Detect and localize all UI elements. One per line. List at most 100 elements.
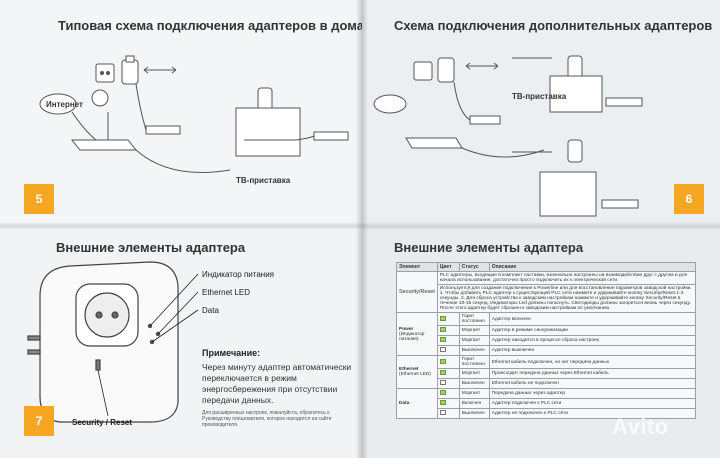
- security-element: Security/Reset: [396, 271, 438, 313]
- ethernet-status: Выключен: [458, 378, 490, 389]
- ethernet-status: Моргает: [458, 368, 490, 379]
- data-status: Выключен: [458, 408, 490, 419]
- page-6: Схема подключения дополнительных адаптер…: [362, 0, 720, 226]
- power-description: Адаптер выключен: [488, 345, 697, 356]
- ethernet-element: Ethernet(Ethernet LED): [396, 355, 438, 389]
- internet-label: Интернет: [46, 100, 83, 109]
- power-color: [436, 325, 460, 336]
- led-spec-table: Элемент Цвет Статус Описание Security/Re…: [396, 262, 697, 419]
- adapter-drawing: [27, 261, 199, 423]
- table-row: Используется для создания подключения к …: [397, 284, 697, 313]
- data-description: Адаптер подключен к PLC сети: [488, 398, 697, 409]
- data-status: Включен: [458, 398, 490, 409]
- col-element: Элемент: [396, 262, 438, 272]
- led-indicator-icon: [439, 327, 446, 332]
- col-status: Статус: [458, 262, 490, 272]
- power-description: Адаптер включен: [488, 312, 697, 326]
- ethernet-led-label: Ethernet LED: [202, 288, 251, 297]
- router-icon: [70, 139, 138, 151]
- page-fold: [0, 222, 720, 230]
- data-description: Передача данных через адаптер: [488, 388, 697, 399]
- tv-icon: [235, 107, 301, 157]
- data-color: [436, 388, 460, 399]
- page-number: 7: [24, 406, 54, 436]
- power-color: [436, 345, 460, 356]
- power-element: Power(Индикатор питания): [396, 312, 438, 356]
- plc-adapter-icon: [437, 57, 455, 83]
- data-color: [436, 398, 460, 409]
- power-color: [436, 312, 460, 326]
- power-status: Горит постоянно: [458, 312, 490, 326]
- note-title: Примечание:: [202, 348, 261, 358]
- tv-icon-2: [539, 171, 597, 217]
- internet-cloud-icon: [39, 93, 77, 115]
- page-title: Внешние элементы адаптера: [56, 240, 246, 255]
- power-status: Моргает: [458, 335, 490, 346]
- data-description: Адаптер не подключен к PLC сети: [488, 408, 697, 419]
- note-body: Через минуту адаптер автоматически перек…: [202, 362, 352, 405]
- wall-socket-icon: [413, 61, 433, 81]
- plc-adapter-icon: [121, 59, 139, 85]
- router-icon: [405, 137, 463, 149]
- led-indicator-icon: [439, 380, 446, 385]
- security-text: Используется для создания подключения к …: [436, 284, 697, 313]
- tv-label: ТВ-приставка: [512, 92, 567, 101]
- tv-icon-1: [549, 75, 603, 113]
- col-color: Цвет: [436, 262, 460, 272]
- led-indicator-icon: [439, 400, 446, 405]
- led-indicator-icon: [439, 390, 446, 395]
- watermark: Avito: [612, 414, 669, 439]
- led-indicator-icon: [439, 370, 446, 375]
- page-title: Схема подключения дополнительных адаптер…: [394, 18, 713, 33]
- led-indicator-icon: [439, 337, 446, 342]
- page-number: 5: [24, 184, 54, 214]
- col-description: Описание: [488, 262, 697, 272]
- wall-socket-icon: [95, 63, 115, 83]
- intro-text: PLC адаптеры, входящие в комплект постав…: [436, 271, 697, 285]
- led-indicator-icon: [439, 410, 446, 415]
- ethernet-color: [436, 378, 460, 389]
- power-indicator-label: Индикатор питания: [202, 270, 274, 279]
- power-description: Адаптер находится в процессе сброса наст…: [488, 335, 697, 346]
- data-color: [436, 408, 460, 419]
- ethernet-color: [436, 355, 460, 369]
- additional-adapters-diagram: [373, 55, 643, 217]
- data-status: Моргает: [458, 388, 490, 399]
- data-label: Data: [202, 306, 219, 315]
- ethernet-description: Ethernet кабель подключен, но нет переда…: [488, 355, 697, 369]
- power-description: Адаптер в режиме синхронизации: [488, 325, 697, 336]
- plc-adapter-2-icon: [257, 87, 273, 111]
- ethernet-description: Происходит передача данных через Etherne…: [488, 368, 697, 379]
- power-status: Выключен: [458, 345, 490, 356]
- page-7: Внешние элементы адаптера Индикатор пита…: [0, 226, 362, 458]
- led-indicator-icon: [439, 347, 446, 352]
- page-number: 6: [674, 184, 704, 214]
- fine-print: Для расширенных настроек, пожалуйста, об…: [202, 410, 332, 428]
- led-indicator-icon: [439, 358, 446, 364]
- security-reset-label: Security / Reset: [72, 418, 133, 427]
- tv-label: ТВ-приставка: [236, 176, 291, 185]
- data-element: Data: [396, 388, 438, 419]
- page-5: Типовая схема подключения адаптеров в до…: [0, 0, 362, 226]
- led-indicator-icon: [439, 315, 446, 321]
- ethernet-description: Ethernet кабель не подключен: [488, 378, 697, 389]
- home-connection-diagram: [39, 55, 349, 173]
- page-title: Внешние элементы адаптера: [394, 240, 584, 255]
- power-color: [436, 335, 460, 346]
- reset-button-icon: [95, 359, 101, 371]
- book-gutter: [356, 0, 368, 458]
- power-status: Моргает: [458, 325, 490, 336]
- internet-cloud-icon: [373, 94, 407, 114]
- ethernet-status: Горит постоянно: [458, 355, 490, 369]
